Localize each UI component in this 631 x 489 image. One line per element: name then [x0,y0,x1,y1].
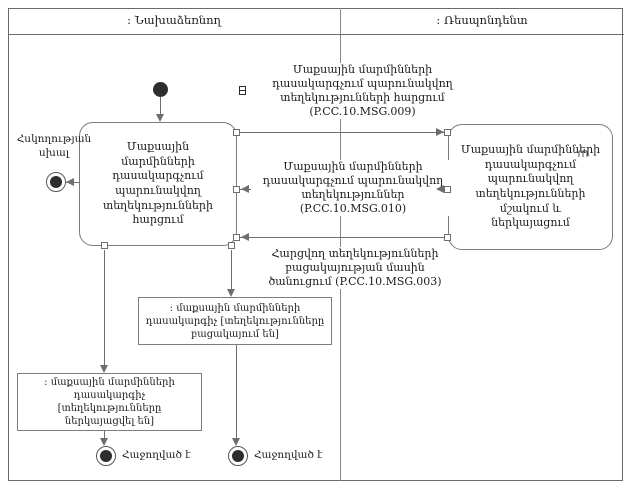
pin [444,186,451,193]
arrowhead-left-icon [241,233,249,241]
pin [233,234,240,241]
message-label-info: Մաքսային մարմինների դասակարգչում պարունա… [251,160,455,217]
pin [444,234,451,241]
pin [444,129,451,136]
arrowhead-right-icon [436,128,444,136]
flow-presented-line [104,250,105,367]
message-label-request: Մաքսային մարմինների դասակարգչում պարունա… [270,63,455,120]
success-label-left: Հաջողված է [122,449,191,461]
arrowhead-down-icon [227,289,235,297]
object-node-presented: : մաքսային մարմինների դասակարգիչ [տեղեկո… [17,373,202,431]
arrowhead-down-icon [156,114,164,122]
arrowhead-down-icon [100,365,108,373]
pin [233,129,240,136]
final-node-dot [100,450,112,462]
flow-success-right-line [236,345,237,439]
object-node-missing: : մաքսային մարմինների դասակարգիչ [տեղեկո… [138,297,332,345]
arrowhead-left-icon [241,185,249,193]
flow-success-left-line [104,431,105,441]
diagram-frame [8,8,623,481]
arrowhead-down-icon [100,438,108,446]
activity-initiator: Մաքսային մարմինների դասակարգչում պարունա… [79,122,237,246]
final-node-dot [232,450,244,462]
activity-respondent: Մաքսային մարմինների դասակարգչում պարունա… [448,124,613,250]
flow-absence-line [240,237,444,238]
flow-request-line [240,132,444,133]
lane-header-initiator: : Նախաձեռնող [127,13,221,27]
message-label-absence: Հարցվող տեղեկությունների բացակայության մ… [262,247,448,290]
final-node-error [46,172,66,192]
flow-start-line [160,97,161,114]
message-glyph-icon [239,86,246,95]
activity-respondent-label: Մաքսային մարմինների դասակարգչում պարունա… [460,143,601,230]
arrowhead-left-icon [436,185,444,193]
activity-initiator-label: Մաքսային մարմինների դասակարգչում պարունա… [103,140,213,227]
rake-icon [578,150,588,157]
arrowhead-left-icon [66,178,74,186]
final-node-success-right [228,446,248,466]
lane-header-respondent: : Ռեսպոնդենտ [436,13,528,27]
object-presented-label: : մաքսային մարմինների դասակարգիչ [տեղեկո… [44,377,175,427]
success-label-right: Հաջողված է [254,449,323,461]
lane-divider [340,8,341,481]
control-error-label: Հսկողության սխալ [16,133,92,159]
pin [228,242,235,249]
object-missing-label: : մաքսային մարմինների դասակարգիչ [տեղեկո… [145,302,325,340]
flow-missing-line [231,250,232,290]
pin [101,242,108,249]
final-node-dot [50,176,62,188]
lane-header-rule [8,34,624,35]
pin [233,186,240,193]
arrowhead-down-icon [232,438,240,446]
start-node [153,82,168,97]
final-node-success-left [96,446,116,466]
